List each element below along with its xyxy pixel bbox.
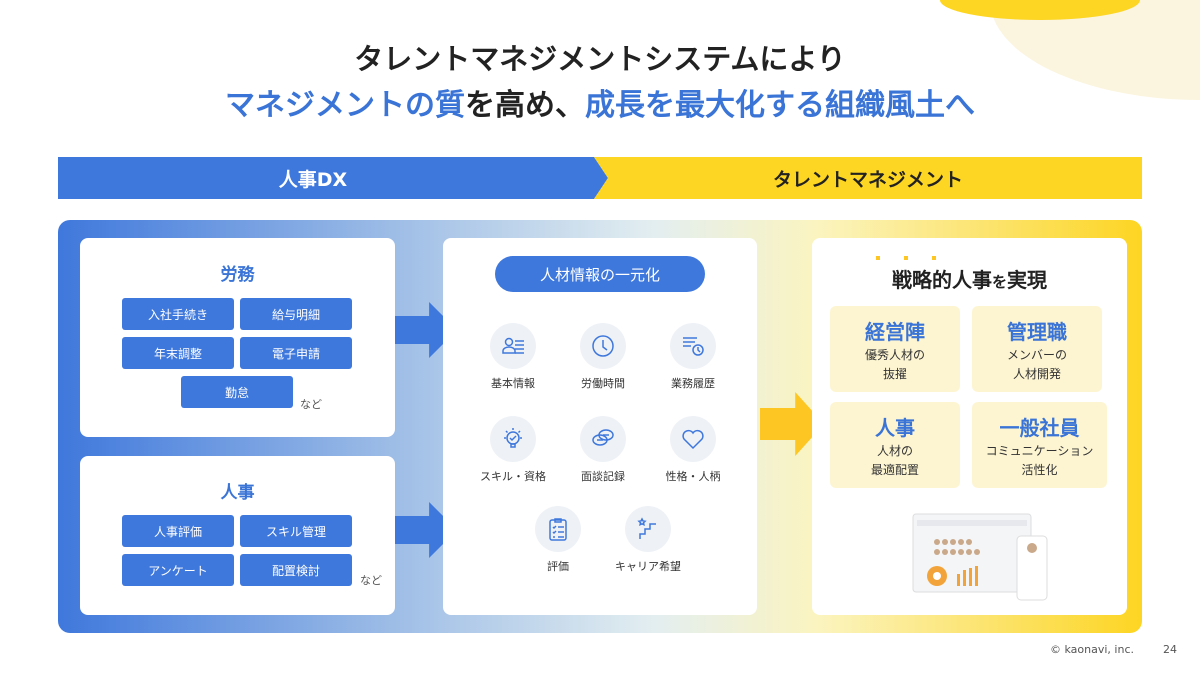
chat-icon [580,416,626,462]
info-item-label: キャリア希望 [615,560,681,573]
title-line2: マネジメントの質を高め、成長を最大化する組織風土へ [225,88,975,123]
etc-label: など [300,398,322,411]
banner-talent-management: タレントマネジメント [594,157,1142,199]
info-item-label: 労働時間 [581,377,625,390]
roumu-title: 労務 [220,265,255,285]
profile-list-icon [490,323,536,369]
clipboard-icon [535,506,581,552]
jinji-title: 人事 [220,483,255,503]
info-item-label: 性格・人柄 [665,470,721,483]
role-box: 人事人材の最適配置 [830,402,960,488]
right-card: 戦略的人事を実現 経営陣優秀人材の抜擢 管理職メンバーの人材開発 人事人材の最適… [812,238,1127,615]
info-item: スキル・資格 [468,416,558,484]
career-stairs-icon [625,506,671,552]
role-box: 管理職メンバーの人材開発 [972,306,1102,392]
page-number: 24 [1163,643,1177,656]
right-title: 戦略的人事を実現 [891,268,1047,292]
pill: 配置検討 [240,554,352,586]
history-icon [670,323,716,369]
info-item-label: 業務履歴 [671,377,715,390]
pill: アンケート [122,554,234,586]
center-card: 人材情報の一元化 基本情報 労働時間 業務履歴スキル・資格 面談記録 性格・人柄評価 キャ… [443,238,757,615]
info-item: 評価 [513,506,603,574]
roumu-card: 労務 入社手続き 給与明細 年末調整 電子申請 勤怠 など [80,238,395,437]
copyright: © kaonavi, inc. [1050,643,1134,656]
pill: 年末調整 [122,337,234,369]
etc-label: など [360,574,382,587]
info-item-label: 面談記録 [581,470,625,483]
info-item: 労働時間 [558,323,648,391]
center-header: 人材情報の一元化 [495,256,705,292]
decor-circle-yellow [940,0,1140,20]
pill: 勤怠 [181,376,293,408]
product-screenshot-illustration [912,513,1048,601]
clock-icon [580,323,626,369]
emphasis-dots [876,256,936,260]
info-item: 性格・人柄 [648,416,738,484]
pill: 電子申請 [240,337,352,369]
info-item-label: 基本情報 [491,377,535,390]
lightbulb-icon [490,416,536,462]
role-box: 一般社員コミュニケーション活性化 [972,402,1107,488]
info-item: キャリア希望 [603,506,693,574]
pill: スキル管理 [240,515,352,547]
info-item: 基本情報 [468,323,558,391]
info-item-label: スキル・資格 [480,470,546,483]
role-box: 経営陣優秀人材の抜擢 [830,306,960,392]
info-item-label: 評価 [547,560,569,573]
pill: 入社手続き [122,298,234,330]
heart-icon [670,416,716,462]
info-item: 面談記録 [558,416,648,484]
info-item: 業務履歴 [648,323,738,391]
pill: 給与明細 [240,298,352,330]
title-line1: タレントマネジメントシステムにより [354,42,846,76]
pill: 人事評価 [122,515,234,547]
jinji-card: 人事 人事評価 スキル管理 アンケート 配置検討 など [80,456,395,615]
banner-hr-dx: 人事DX [58,157,608,199]
